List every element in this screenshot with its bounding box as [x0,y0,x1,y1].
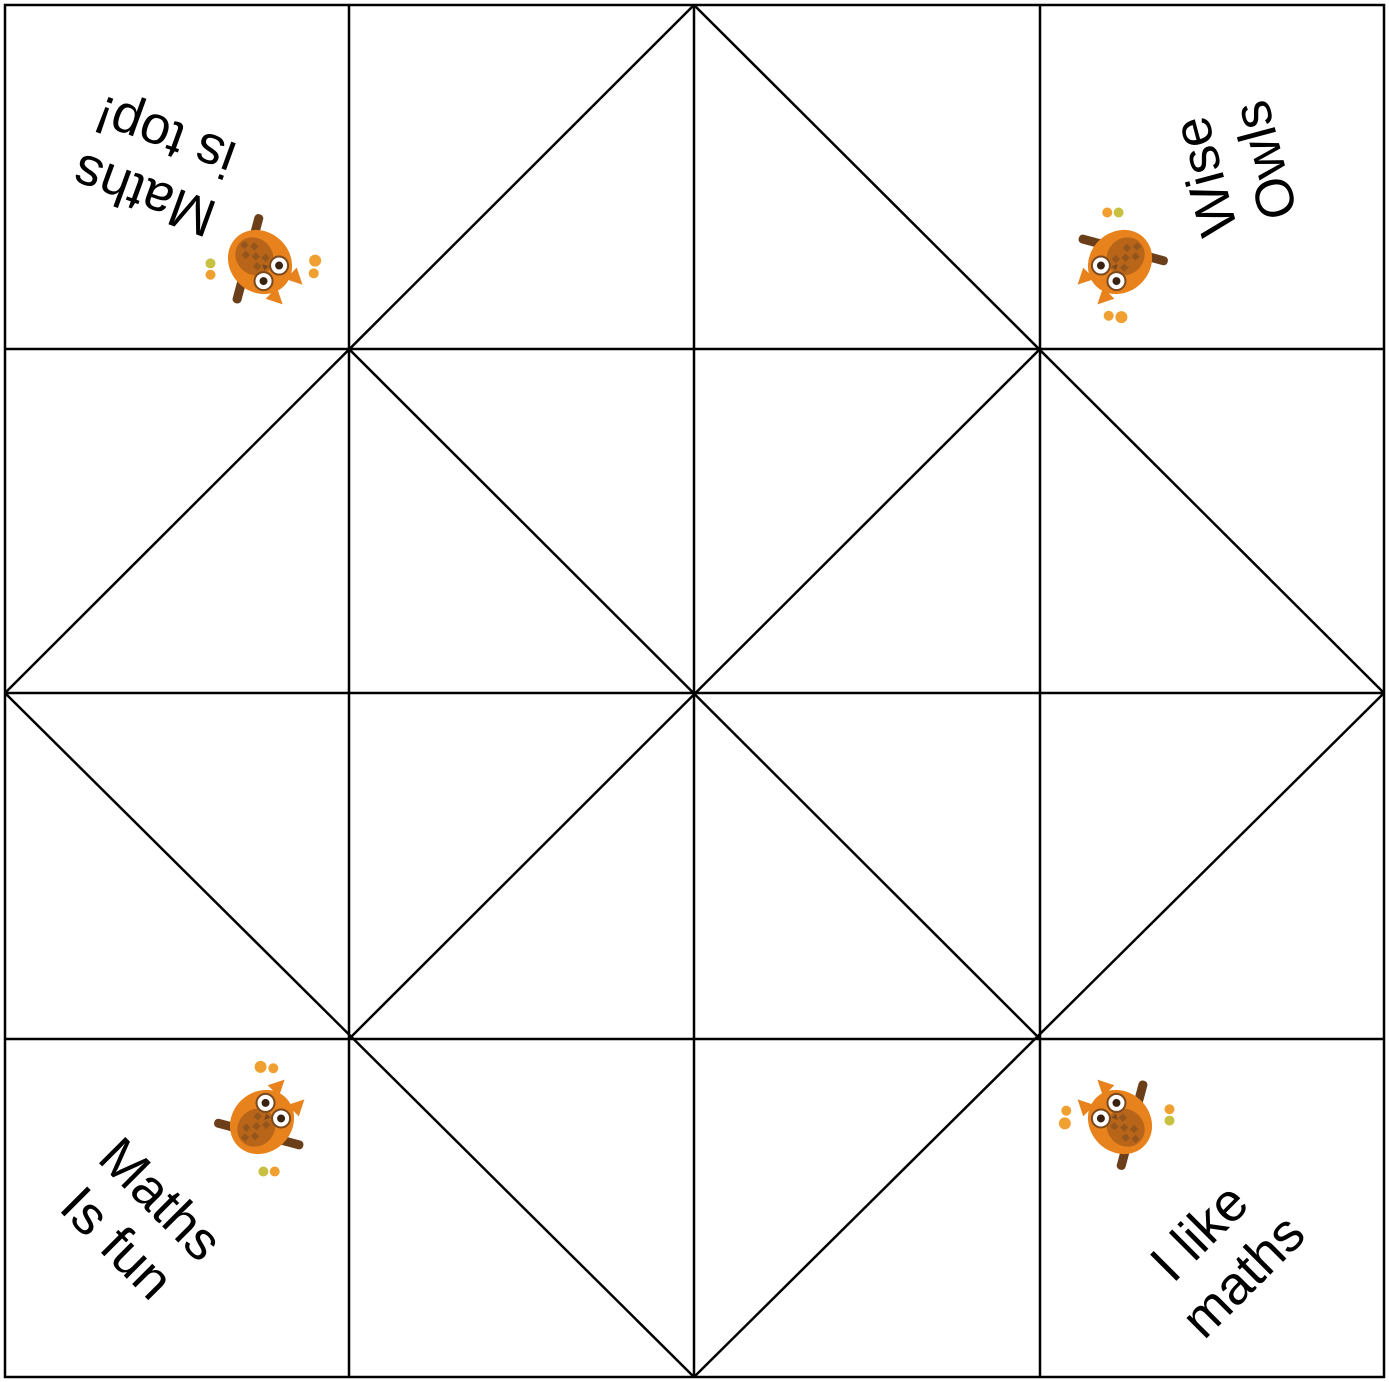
corner-bottom-right: I like maths [1051,1051,1316,1349]
owl-icon [198,202,329,333]
owl-icon [1049,200,1180,331]
corner-bottom-left: Maths Is fun [44,1053,333,1316]
corner-top-left: Maths is top! [65,83,329,332]
owl-icon [202,1053,333,1184]
corner-top-right: Wise Owls [1049,95,1309,331]
owl-icon [1051,1051,1182,1182]
